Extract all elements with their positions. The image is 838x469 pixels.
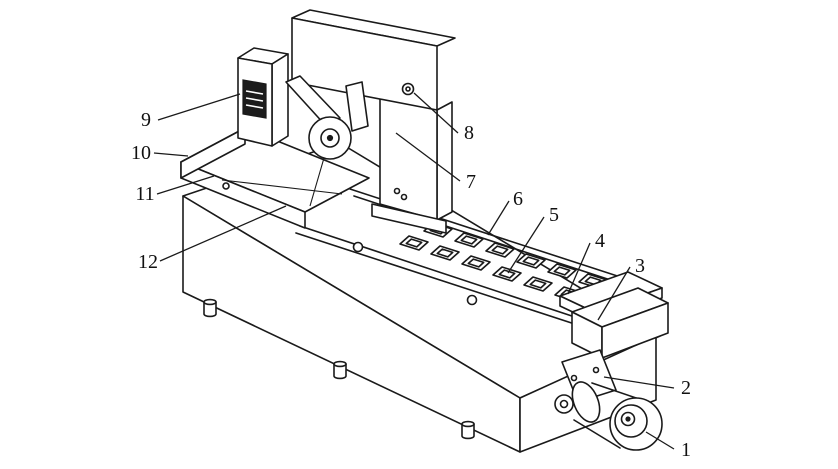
part-label-1: 1 [681, 439, 691, 461]
panel-stripe [245, 90, 264, 95]
foot [461, 420, 475, 440]
leader-line-9 [157, 93, 241, 121]
leader-line-2 [603, 376, 675, 389]
tower-right [271, 53, 289, 147]
leader-line-6 [487, 200, 510, 236]
drive-block-right [601, 302, 669, 359]
motor-shaft [625, 416, 631, 422]
leader-line-11 [156, 175, 215, 195]
gantry-beam [291, 9, 456, 111]
bracket-bolt [570, 374, 578, 382]
column-bolt [400, 193, 408, 201]
foot [203, 298, 217, 318]
roll-axle [326, 134, 334, 142]
leader-line-3 [597, 266, 631, 321]
part-label-2: 2 [681, 377, 691, 399]
film-roll [285, 75, 369, 160]
panel-stripe [245, 104, 264, 109]
control-panel [242, 79, 267, 119]
column-side [436, 101, 453, 221]
film-web-edge [309, 157, 325, 207]
part-label-10: 10 [131, 142, 151, 164]
plate-knob [222, 182, 230, 190]
motor-body-bottom [573, 419, 621, 449]
plate-seam [221, 179, 343, 195]
leader-line-12 [159, 205, 287, 262]
roll-bracket [345, 81, 369, 132]
part-label-5: 5 [549, 204, 559, 226]
column-bolt [393, 187, 401, 195]
part-label-6: 6 [513, 188, 523, 210]
motor-left-end [571, 381, 601, 423]
forming-plate [180, 127, 370, 229]
column-base [371, 203, 447, 234]
roll-arm [285, 75, 341, 127]
leader-line-10 [153, 152, 189, 157]
bracket-bolt [592, 366, 600, 374]
part-label-3: 3 [635, 255, 645, 277]
part-label-9: 9 [141, 109, 151, 131]
leader-line-1 [645, 431, 675, 450]
pulley-hub [559, 399, 569, 409]
leader-line-4 [567, 242, 591, 295]
beam-front [291, 17, 438, 111]
leader-line-5 [507, 216, 545, 274]
part-label-7: 7 [466, 171, 476, 193]
support-column [371, 95, 453, 234]
leader-lines [153, 92, 675, 450]
rail-roller [352, 241, 364, 253]
part-label-8: 8 [464, 122, 474, 144]
control-tower [237, 47, 289, 147]
near-rail-outer [295, 232, 591, 330]
panel-stripe [245, 97, 264, 102]
drive-motor [554, 381, 663, 451]
rail-roller [466, 294, 478, 306]
knob-inner [405, 86, 411, 92]
part-label-12: 12 [138, 251, 158, 273]
leader-line-8 [413, 92, 459, 134]
adjust-knob [401, 82, 415, 96]
part-label-4: 4 [595, 230, 605, 252]
plate-left [180, 127, 246, 179]
part-labels: 1 2 3 4 5 6 7 8 9 10 11 12 [131, 109, 691, 461]
foot [333, 360, 347, 380]
part-label-11: 11 [135, 183, 154, 205]
near-rail-inner [299, 225, 591, 323]
leader-line-7 [395, 132, 461, 182]
